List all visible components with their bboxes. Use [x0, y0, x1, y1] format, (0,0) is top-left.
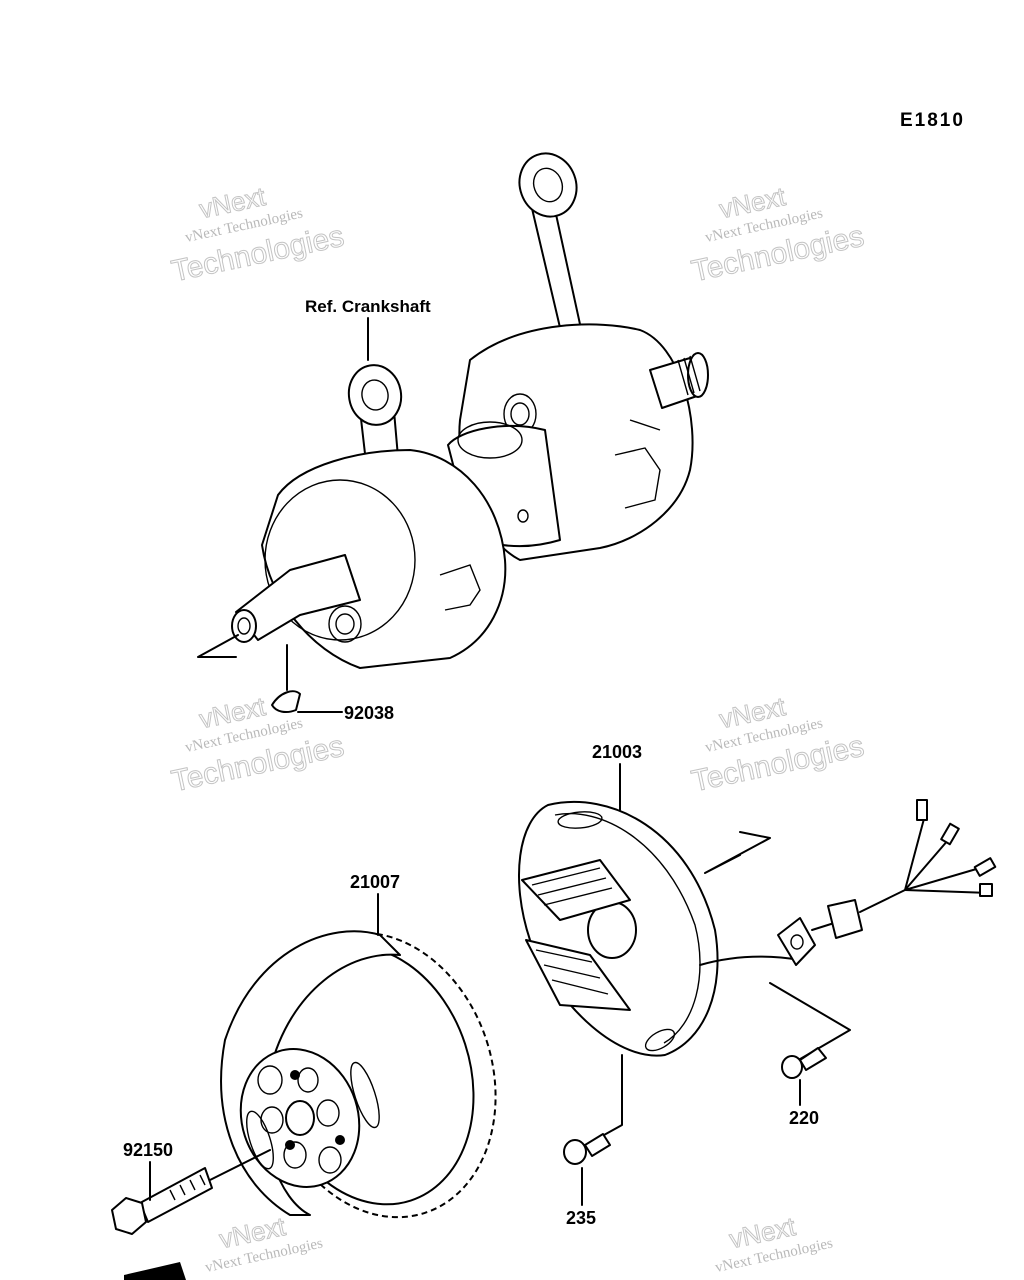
woodruff-key-illustration	[271, 644, 343, 714]
label-ref-crankshaft: Ref. Crankshaft	[305, 297, 431, 316]
label-stator-screw: 235	[566, 1208, 596, 1228]
clamp-screw-illustration	[769, 982, 851, 1106]
corner-badge	[124, 1262, 186, 1280]
watermark: vNext vNext Technologies Technologies	[168, 180, 347, 288]
stator-screw-illustration	[563, 1054, 623, 1206]
watermark: vNext vNext Technologies	[714, 1210, 835, 1276]
watermark: vNext vNext Technologies Technologies	[688, 690, 867, 798]
stator-illustration	[518, 799, 997, 1057]
label-clamp-screw: 220	[789, 1108, 819, 1128]
label-stator: 21003	[592, 742, 642, 762]
label-key: 92038	[344, 703, 394, 723]
flywheel-illustration	[220, 930, 497, 1219]
flywheel-bolt-illustration	[111, 1149, 271, 1235]
watermark: vNext vNext Technologies Technologies	[168, 690, 347, 798]
diagram-code: E1810	[900, 110, 965, 131]
label-flywheel: 21007	[350, 872, 400, 892]
watermark: vNext vNext Technologies Technologies	[688, 180, 867, 288]
crankshaft-illustration	[197, 152, 709, 669]
label-flywheel-bolt: 92150	[123, 1140, 173, 1160]
